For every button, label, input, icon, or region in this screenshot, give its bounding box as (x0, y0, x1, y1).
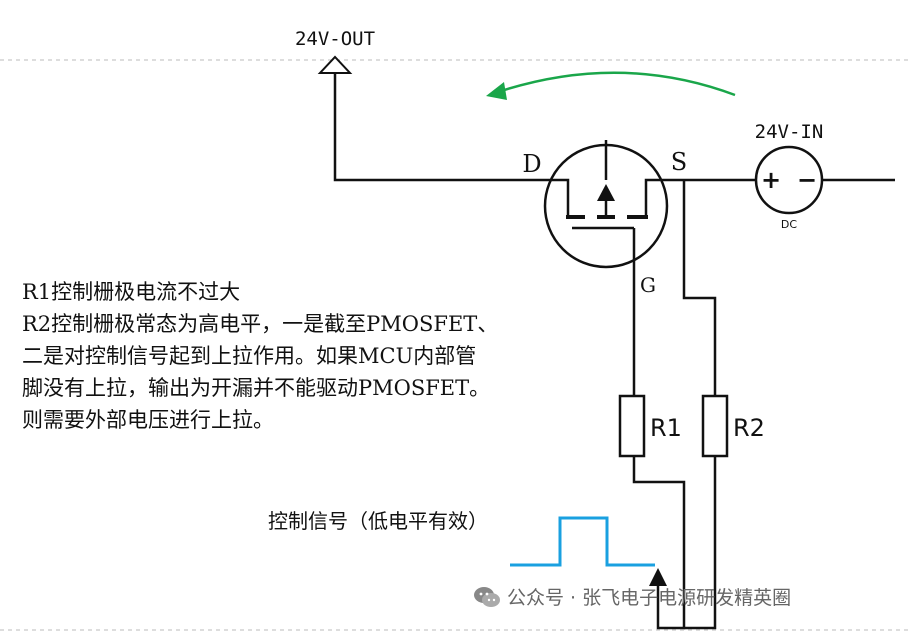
in-label: 24V-IN (755, 121, 824, 143)
dc-plus-sign: + (761, 166, 781, 194)
description-block: R1控制栅极电流不过大 R2控制栅极常态为高电平，一是截至PMOSFET、 二是… (22, 276, 498, 436)
description-line: R1控制栅极电流不过大 (22, 280, 241, 304)
description-line: 则需要外部电压进行上拉。 (22, 408, 274, 432)
dc-source-icon (754, 145, 824, 215)
watermark: 公众号 · 张飞电子电源研发精英圈 (473, 583, 791, 610)
r2-top-wire (682, 180, 717, 396)
r1-label: R1 (650, 414, 682, 442)
pmosfet-symbol (543, 140, 669, 295)
out-label: 24V-OUT (295, 28, 375, 50)
current-direction-arrow-head (486, 82, 507, 100)
control-signal-waveform (510, 516, 655, 567)
description-line: 二是对控制信号起到上拉作用。如果MCU内部管 (22, 344, 477, 368)
drain-label: D (522, 150, 541, 178)
output-terminal-icon (317, 55, 353, 74)
gate-label: G (640, 273, 656, 297)
dc-minus-sign: − (797, 166, 817, 194)
wechat-icon (474, 586, 500, 607)
current-direction-arrow (497, 71, 736, 97)
description-line: R2控制栅极常态为高电平，一是截至PMOSFET、 (22, 312, 499, 336)
control-input-arrow-icon (649, 568, 667, 586)
r2-resistor (701, 394, 729, 458)
dc-label: DC (781, 218, 797, 231)
r1-bottom-wire (632, 456, 686, 630)
source-label: S (671, 148, 687, 176)
r1-resistor (618, 394, 646, 458)
r2-bottom-wire (684, 456, 717, 630)
r2-label: R2 (733, 414, 765, 442)
description-line: 脚没有上拉，输出为开漏并不能驱动PMOSFET。 (22, 376, 491, 400)
drain-wire (333, 73, 548, 182)
watermark-text: 公众号 · 张飞电子电源研发精英圈 (507, 587, 792, 609)
control-signal-label: 控制信号（低电平有效） (268, 509, 488, 533)
